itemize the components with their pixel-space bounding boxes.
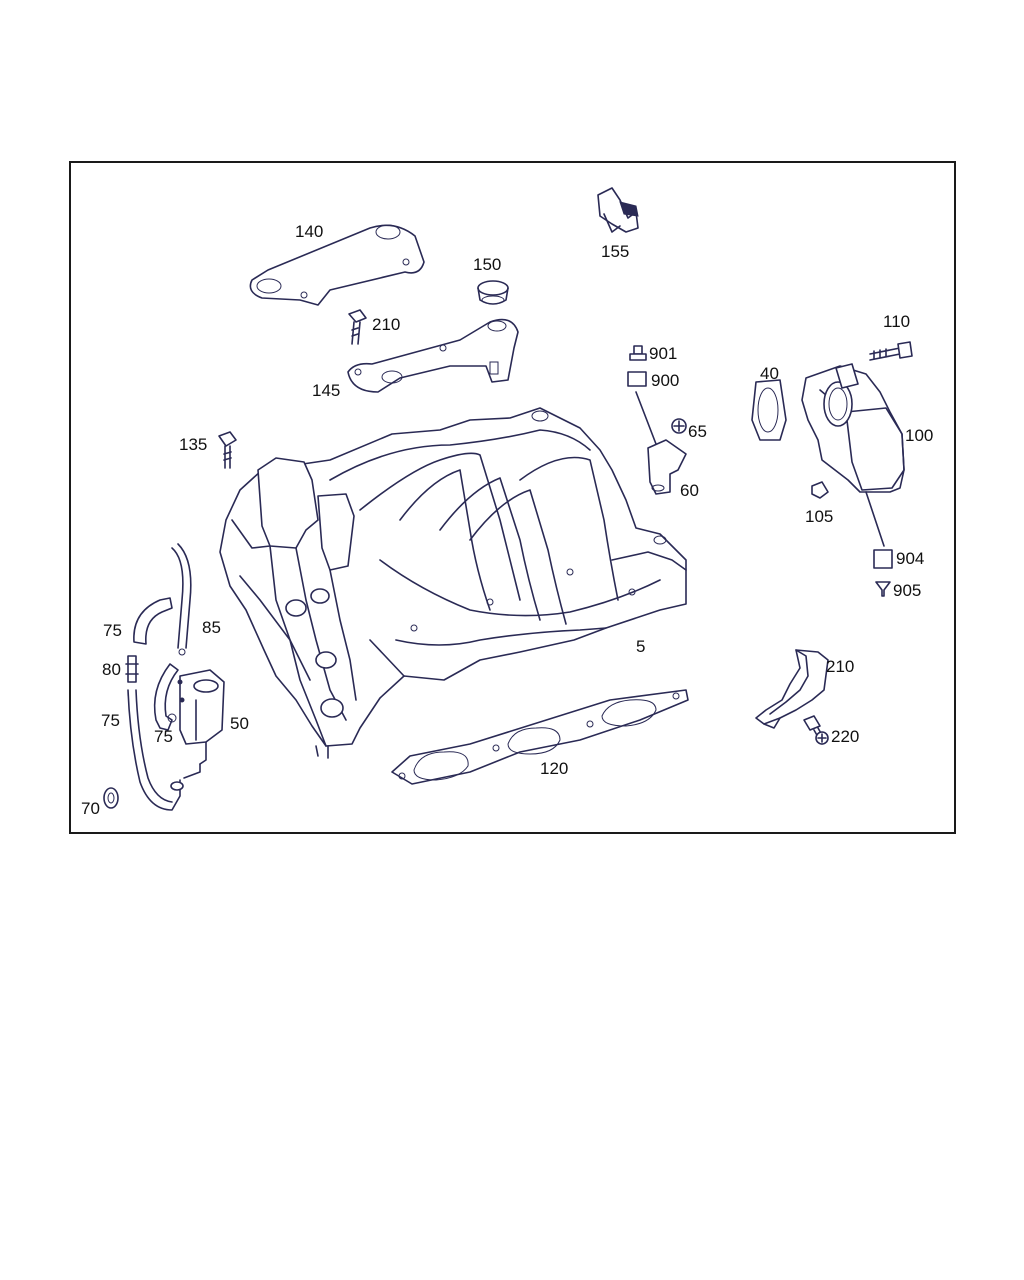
callout-210: 210 — [826, 657, 854, 676]
callout-904: 904 — [896, 549, 924, 568]
part-65-screw — [671, 418, 687, 434]
callout-75-lower: 75 — [101, 711, 120, 730]
part-75-hose-lower — [127, 689, 201, 811]
callout-40: 40 — [760, 364, 779, 383]
callout-80: 80 — [102, 660, 121, 679]
callout-120: 120 — [540, 759, 568, 778]
part-140-bracket — [347, 318, 519, 393]
callout-905: 905 — [893, 581, 921, 600]
part-75-hose-middle — [153, 663, 179, 731]
part-904-connector — [873, 549, 893, 569]
callout-5: 5 — [636, 637, 645, 656]
part-85-hose — [171, 543, 192, 656]
callout-60: 60 — [680, 481, 699, 500]
callout-130: 135 — [179, 435, 207, 454]
part-905-seal — [875, 581, 891, 597]
callout-110: 110 — [883, 312, 910, 331]
part-150-clip — [597, 187, 639, 233]
callout-50: 50 — [230, 714, 249, 733]
part-220-bolt — [803, 715, 829, 745]
part-60-sensor — [647, 439, 687, 495]
part-40-seal — [751, 379, 787, 441]
part-135-bracket — [249, 224, 425, 306]
part-900-connector — [627, 345, 657, 445]
callout-155: 210 — [372, 315, 400, 334]
part-75-hose-upper — [133, 597, 173, 645]
callout-140: 145 — [312, 381, 340, 400]
callout-75-upper: 75 — [103, 621, 122, 640]
callout-70: 70 — [81, 799, 100, 818]
callout-85: 85 — [202, 618, 221, 637]
callout-900: 900 — [651, 371, 679, 390]
part-105-clip — [811, 481, 829, 499]
part-50-valve — [177, 669, 225, 765]
part-80-connector — [125, 655, 139, 683]
callout-135: 140 — [295, 222, 323, 241]
part-110-bolt — [869, 341, 913, 361]
callout-100: 100 — [905, 426, 933, 445]
callout-105: 105 — [805, 507, 833, 526]
part-100-throttle-body — [801, 363, 905, 547]
diagram-frame — [69, 161, 956, 834]
callout-220: 220 — [831, 727, 859, 746]
callout-901: 901 — [649, 344, 677, 363]
part-130-bolt — [218, 431, 237, 469]
callout-labels: 140 150 155 210 145 135 110 901 900 40 6… — [81, 222, 933, 818]
callout-150: 155 — [601, 242, 629, 261]
callout-145: 150 — [473, 255, 501, 274]
callout-65: 65 — [688, 422, 707, 441]
part-70-clamp — [103, 787, 119, 809]
part-210-shield — [755, 649, 829, 729]
part-155-bolt — [348, 309, 367, 345]
callout-75-middle: 75 — [154, 727, 173, 746]
part-145-cap — [477, 280, 509, 305]
part-5-intake-manifold — [219, 407, 687, 759]
part-120-gasket — [391, 689, 689, 785]
